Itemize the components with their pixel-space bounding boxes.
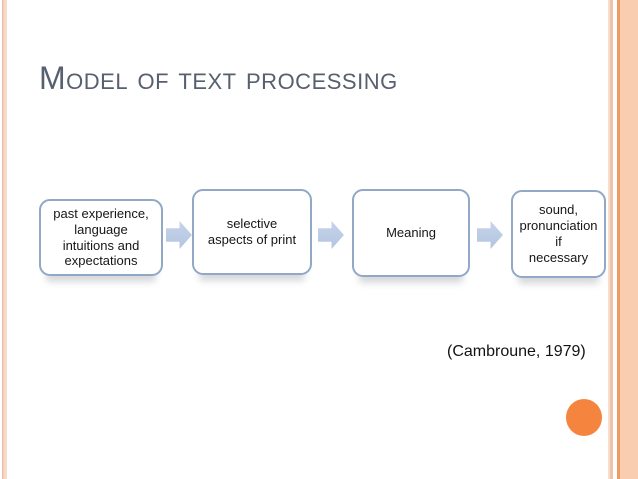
citation: (Cambroune, 1979) xyxy=(447,343,586,360)
flow-box-selective-aspects: selective aspects of print xyxy=(192,189,312,275)
flow-box-sound-pronunciation: sound, pronunciation if necessary xyxy=(511,190,606,278)
left-border-stripe xyxy=(2,0,7,479)
flow-box-past-experience: past experience, language intuitions and… xyxy=(39,199,163,276)
right-arrow-icon xyxy=(318,221,344,249)
decorative-circle xyxy=(566,399,602,436)
flow-box-label: past experience, language intuitions and… xyxy=(53,205,149,269)
flow-box-label: sound, pronunciation if necessary xyxy=(519,202,598,265)
right-border-stripe xyxy=(608,0,613,479)
right-arrow-icon xyxy=(477,221,503,249)
right-arrow-icon xyxy=(166,221,192,249)
flow-box-meaning: Meaning xyxy=(352,189,470,277)
flow-box-label: selective aspects of print xyxy=(207,216,297,247)
page-title: Model of text processing xyxy=(39,60,398,96)
right-accent-band xyxy=(617,0,638,479)
flow-box-label: Meaning xyxy=(386,225,436,241)
